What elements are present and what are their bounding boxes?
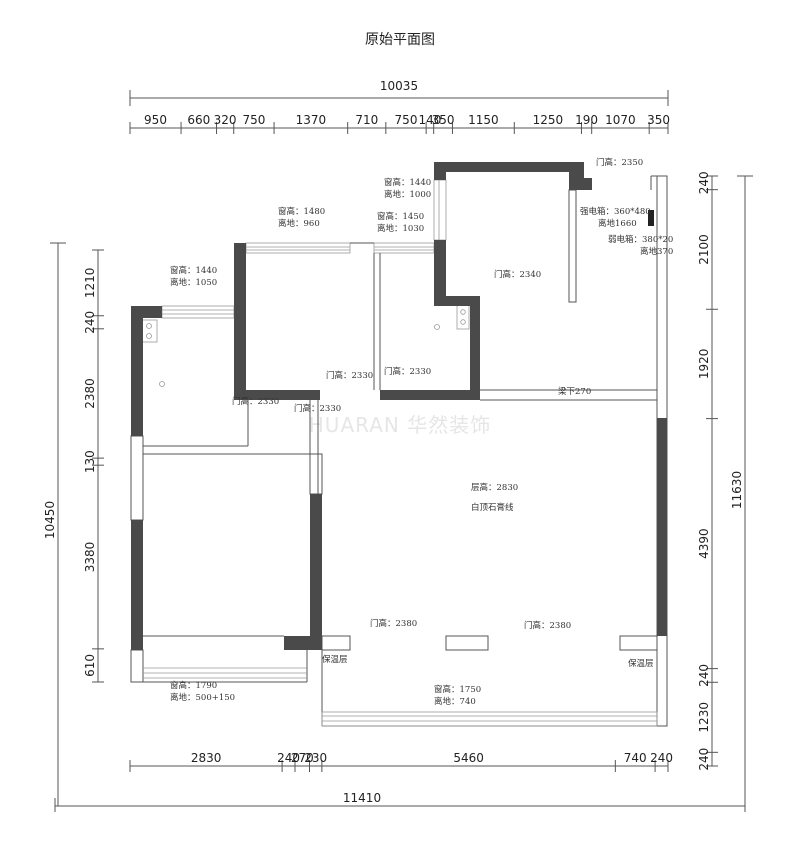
- left-dimension-label: 1210: [83, 268, 97, 299]
- structural-walls: [131, 162, 667, 650]
- top-dimension-label: 1370: [296, 113, 327, 127]
- annotation-window-sill-6: 离地：740: [434, 696, 476, 707]
- annotation-window-sill-4: 离地：1050: [170, 277, 217, 288]
- top-dimension-label: 750: [395, 113, 418, 127]
- annotation-door-height-2350: 门高：2350: [596, 157, 643, 168]
- annotation-weak-electric-box: 弱电箱：380*20: [608, 234, 673, 245]
- right-dimension-label: 4390: [697, 528, 711, 559]
- annotation-weak-electric-box-height: 离地370: [640, 246, 673, 257]
- annotation-window-height-5: 窗高：1790: [170, 680, 217, 691]
- bottom-total-dimension: 11410: [343, 791, 381, 805]
- bottom-dimension-label: 240: [650, 751, 673, 765]
- top-dimension-label: 350: [647, 113, 670, 127]
- left-dimension-label: 610: [83, 654, 97, 677]
- annotation-window-sill-2: 离地：960: [278, 218, 320, 229]
- top-total-dimension: 10035: [380, 79, 418, 93]
- annotation-door-height-2340: 门高：2340: [494, 269, 541, 280]
- annotation-door-height-2330-d: 门高：2330: [294, 403, 341, 414]
- top-dimension-label: 710: [355, 113, 378, 127]
- annotation-door-height-2330-b: 门高：2330: [384, 366, 431, 377]
- annotation-insulation-left: 保温层: [322, 654, 348, 665]
- annotation-door-height-2330-c: 门高：2330: [232, 396, 279, 407]
- left-dimensions: 10450 1210 240 2380 130 3380 610: [43, 242, 104, 806]
- top-dimension-label: 1250: [533, 113, 564, 127]
- bottom-dimension-label: 230: [304, 751, 327, 765]
- bottom-dimension-label: 240: [277, 751, 300, 765]
- annotations: 窗高：1440 离地：1000 门高：2350 窗高：1480 离地：960 窗…: [170, 157, 673, 707]
- top-dimension-label: 660: [187, 113, 210, 127]
- annotation-window-height-3: 窗高：1450: [377, 211, 424, 222]
- right-dimension-label: 1230: [697, 702, 711, 733]
- plan-title: 原始平面图: [365, 32, 435, 48]
- left-dimension-label: 2380: [83, 378, 97, 409]
- top-dimension-label: 750: [242, 113, 265, 127]
- top-dimension-label: 1070: [605, 113, 636, 127]
- left-dimension-label: 130: [83, 450, 97, 473]
- annotation-beam: 梁下270: [558, 387, 591, 397]
- top-dimension-label: 350: [432, 113, 455, 127]
- top-dimension-label: 950: [144, 113, 167, 127]
- watermark: HUARAN 华然装饰: [309, 413, 491, 437]
- right-dimension-label: 1920: [697, 349, 711, 380]
- annotation-door-height-2330-a: 门高：2330: [326, 370, 373, 381]
- top-dimension-label: 320: [214, 113, 237, 127]
- annotation-window-height-6: 窗高：1750: [434, 684, 481, 695]
- right-dimension-label: 240: [697, 171, 711, 194]
- annotation-insulation-right: 保温层: [628, 658, 654, 669]
- top-dimension-label: 190: [575, 113, 598, 127]
- right-dimensions: 11630 240 2100 1920 4390 240 1230 240: [697, 171, 753, 806]
- annotation-door-height-2380-a: 门高：2380: [370, 618, 417, 629]
- annotation-window-height-1: 窗高：1440: [384, 177, 431, 188]
- right-dimension-label: 2100: [697, 234, 711, 265]
- thin-walls: [130, 175, 668, 727]
- top-dimension-label: 1150: [468, 113, 499, 127]
- annotation-ceiling-type: 白顶石膏线: [471, 502, 514, 513]
- bottom-dimension-label: 2830: [191, 751, 222, 765]
- right-total-dimension: 11630: [730, 471, 744, 509]
- annotation-window-sill-1: 离地：1000: [384, 189, 431, 200]
- left-dimension-label: 3380: [83, 542, 97, 573]
- top-dimension-label: 140: [418, 113, 441, 127]
- left-dimension-label: 240: [83, 311, 97, 334]
- bottom-dimension-label: 270: [291, 751, 314, 765]
- bottom-dimension-label: 5460: [453, 751, 484, 765]
- annotation-window-height-2: 窗高：1480: [278, 206, 325, 217]
- annotation-ceiling-height: 层高：2830: [471, 482, 518, 493]
- bottom-dimension-label: 740: [624, 751, 647, 765]
- annotation-door-height-2380-b: 门高：2380: [524, 620, 571, 631]
- annotation-electric-box: 强电箱：360*480: [580, 206, 651, 217]
- right-dimension-label: 240: [697, 664, 711, 687]
- left-total-dimension: 10450: [43, 501, 57, 539]
- annotation-window-height-4: 窗高：1440: [170, 265, 217, 276]
- right-dimension-label: 240: [697, 748, 711, 771]
- annotation-window-sill-5: 离地：500+150: [170, 692, 235, 703]
- annotation-window-sill-3: 离地：1030: [377, 223, 424, 234]
- annotation-electric-box-height: 离地1660: [598, 218, 637, 229]
